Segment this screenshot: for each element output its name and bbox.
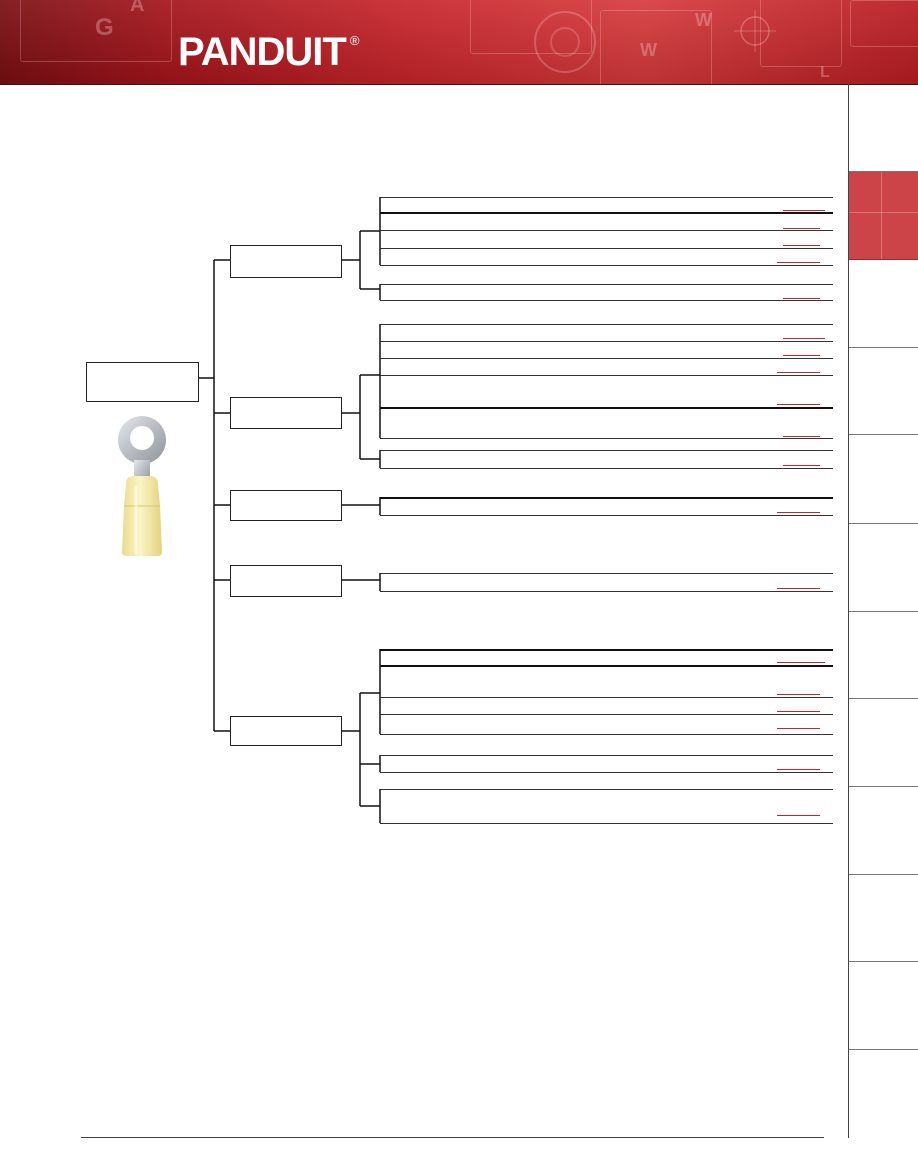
branch-box-3[interactable] xyxy=(230,490,342,521)
page-link[interactable] xyxy=(777,372,820,373)
page-link[interactable] xyxy=(777,662,825,663)
banner-drawing-circle xyxy=(534,11,596,73)
table-row xyxy=(380,197,833,198)
page-link[interactable] xyxy=(777,262,820,263)
table-row xyxy=(380,265,833,266)
section-tab[interactable] xyxy=(849,699,918,787)
section-tab[interactable] xyxy=(849,260,918,348)
page-link[interactable] xyxy=(783,298,820,299)
table-row xyxy=(380,772,833,773)
page-link[interactable] xyxy=(777,694,820,695)
table-row xyxy=(380,450,833,451)
page-link[interactable] xyxy=(783,210,825,211)
page-link[interactable] xyxy=(777,512,820,513)
table-row xyxy=(380,438,833,439)
page-link[interactable] xyxy=(777,588,820,589)
page-link[interactable] xyxy=(777,815,820,816)
banner-watermark: L xyxy=(820,64,830,81)
banner-sheen xyxy=(0,0,918,84)
table-row xyxy=(380,823,833,824)
branch-box-5[interactable] xyxy=(230,716,342,746)
table-row xyxy=(380,375,833,376)
page-link[interactable] xyxy=(777,769,820,770)
page-link[interactable] xyxy=(783,355,820,356)
table-row xyxy=(380,284,833,285)
table-row xyxy=(380,734,833,735)
branch-box-1[interactable] xyxy=(230,245,342,278)
tab-grid-pattern xyxy=(849,172,918,259)
table-row xyxy=(380,515,833,516)
table-row xyxy=(380,573,833,574)
section-tab[interactable] xyxy=(849,348,918,435)
page-link[interactable] xyxy=(783,465,820,466)
banner-drawing-sheet xyxy=(470,0,592,54)
section-tab[interactable] xyxy=(849,787,918,875)
page-link[interactable] xyxy=(783,338,825,339)
table-row xyxy=(380,407,833,409)
table-row xyxy=(380,248,833,249)
table-row xyxy=(380,230,833,231)
banner-watermark: W xyxy=(695,10,712,30)
table-row xyxy=(380,649,833,651)
page-link[interactable] xyxy=(783,436,820,437)
product-category-box xyxy=(86,362,199,402)
table-row xyxy=(380,497,833,499)
section-tab[interactable] xyxy=(849,435,918,524)
banner-watermark: G xyxy=(95,14,114,41)
banner-drawing-sheet xyxy=(850,0,918,47)
banner-watermark: A xyxy=(130,0,145,16)
table-row xyxy=(380,212,833,214)
table-row xyxy=(380,591,833,592)
table-row xyxy=(380,755,833,756)
section-tab-strip xyxy=(848,84,918,1138)
branch-box-4[interactable] xyxy=(230,565,342,597)
registered-mark: ® xyxy=(349,33,360,48)
footer-rule xyxy=(81,1137,824,1138)
page-link[interactable] xyxy=(777,711,820,712)
table-row xyxy=(380,789,833,790)
section-tab[interactable] xyxy=(849,875,918,962)
banner-drawing-crosshair xyxy=(734,10,776,52)
banner-drawing-sheet xyxy=(20,0,172,62)
section-tab[interactable] xyxy=(849,612,918,699)
banner-drawing-sheet xyxy=(760,0,842,67)
section-tab[interactable] xyxy=(849,962,918,1050)
ring-terminal-image xyxy=(118,416,166,556)
page-link[interactable] xyxy=(777,404,820,405)
page-link[interactable] xyxy=(783,228,820,229)
banner-drawing-sheet xyxy=(600,10,712,84)
banner-watermark: W xyxy=(640,40,657,60)
page-link[interactable] xyxy=(783,245,820,246)
panduit-logo: PANDUIT ® xyxy=(178,28,359,72)
table-row xyxy=(380,324,833,325)
table-row xyxy=(380,714,833,715)
table-row xyxy=(380,468,833,469)
table-row xyxy=(380,665,833,667)
branch-box-2[interactable] xyxy=(230,397,342,429)
table-row xyxy=(380,358,833,359)
table-row xyxy=(380,697,833,698)
table-row xyxy=(380,300,833,301)
section-tab-active[interactable] xyxy=(849,172,918,260)
logo-wordmark: PANDUIT xyxy=(178,30,347,74)
page-link[interactable] xyxy=(777,728,820,729)
section-tab[interactable] xyxy=(849,524,918,612)
section-tab[interactable] xyxy=(849,84,918,172)
table-row xyxy=(380,341,833,342)
header-banner: G A W W L PANDUIT ® xyxy=(0,0,918,85)
